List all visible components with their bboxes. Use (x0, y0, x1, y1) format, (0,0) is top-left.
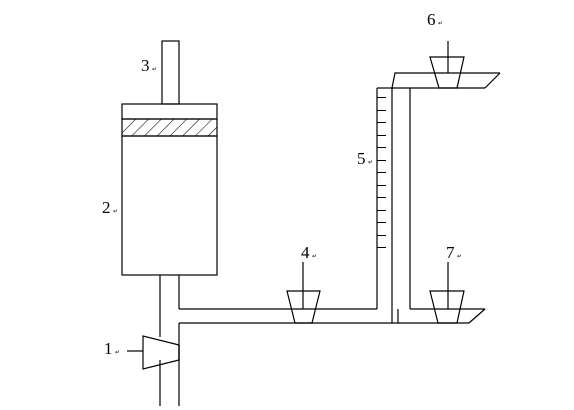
label-2: 2 (102, 198, 111, 217)
right-channel (392, 88, 486, 324)
column-scale (377, 97, 386, 248)
label-5-mark: ↵ (368, 160, 373, 166)
valve-4 (286, 262, 321, 324)
graduated-column (376, 88, 393, 323)
label-3-mark: ↵ (152, 67, 157, 73)
label-4: 4 (301, 243, 310, 262)
label-6: 6 (427, 10, 436, 29)
valve-7 (429, 262, 465, 324)
label-6-mark: ↵ (438, 21, 443, 27)
outlet-pipe (159, 275, 180, 406)
valve-1 (127, 335, 180, 370)
piston-seal (121, 118, 218, 137)
label-1-mark: ↵ (115, 350, 120, 356)
valve-6 (429, 41, 465, 89)
label-7: 7 (446, 243, 455, 262)
label-4-mark: ↵ (312, 254, 317, 260)
horizontal-pipe (179, 308, 392, 324)
label-2-mark: ↵ (113, 209, 118, 215)
cylinder-body (121, 135, 218, 276)
label-5: 5 (357, 149, 366, 168)
piston-rod (161, 40, 180, 105)
label-1: 1 (104, 339, 113, 358)
label-7-mark: ↵ (457, 254, 462, 260)
piston-cap (121, 103, 218, 120)
label-3: 3 (141, 56, 150, 75)
